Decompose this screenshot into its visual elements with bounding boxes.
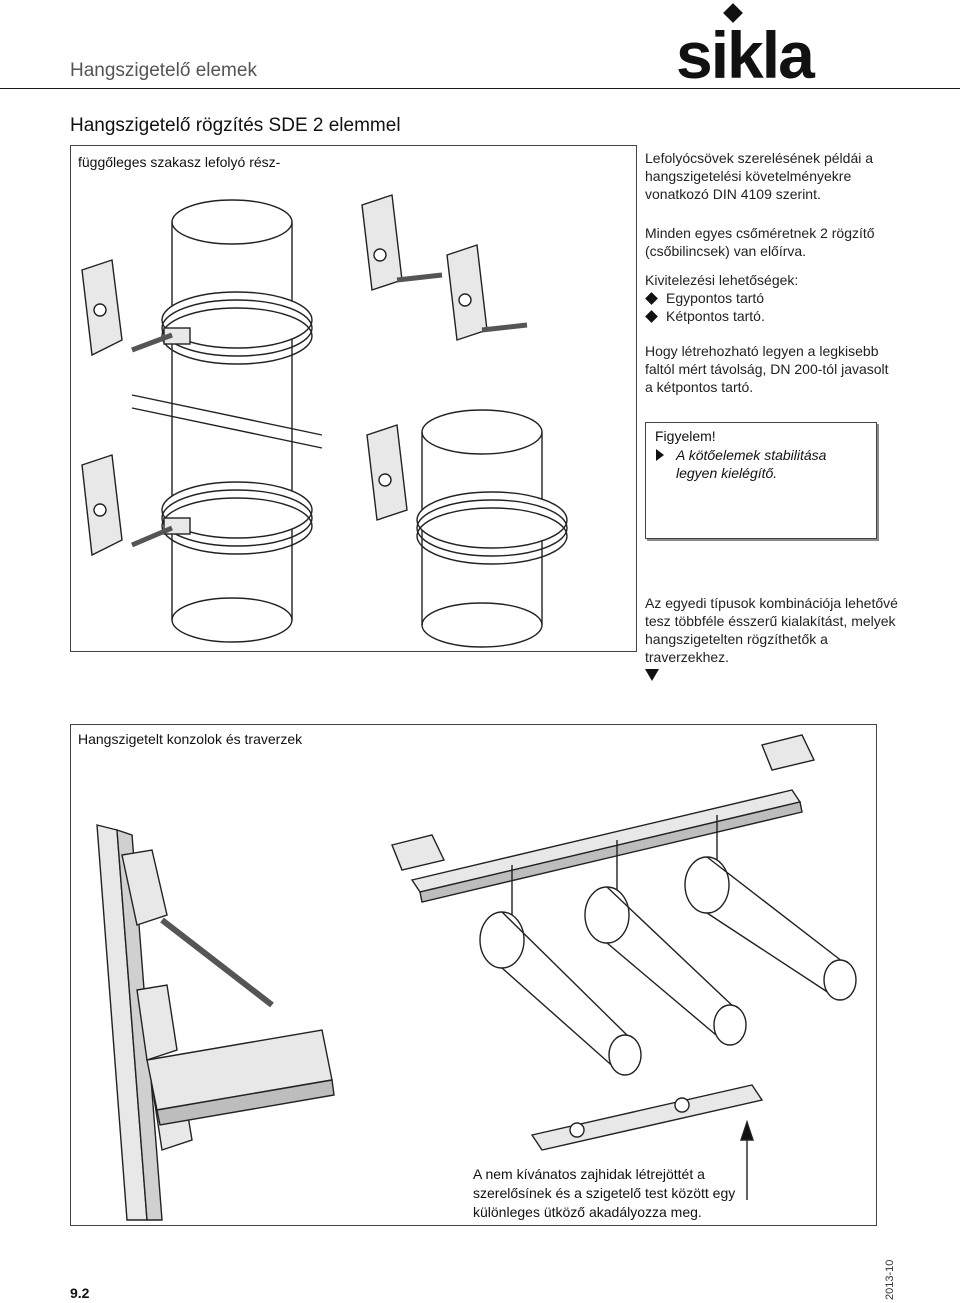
- pipe-clamp-illustration: [81, 194, 568, 648]
- wall-bracket-4: [446, 244, 528, 341]
- option-item: Kétpontos tartó.: [645, 307, 895, 325]
- traverse-rail: [410, 789, 803, 903]
- pipe-1: [479, 911, 642, 1076]
- vertical-rail: [96, 824, 163, 1221]
- warning-box: [645, 422, 877, 539]
- diamond-bullet-icon: [645, 291, 658, 305]
- sikla-logo: sikla: [676, 3, 818, 92]
- clamp-lower-left: [131, 481, 313, 555]
- clamp-right-pipe: [416, 491, 568, 565]
- console-channel: [146, 1029, 335, 1126]
- diamond-bullet-icon: [645, 309, 658, 323]
- logo-wordmark: sikla: [676, 18, 816, 92]
- pipe-2: [584, 886, 747, 1046]
- warning-title: Figyelem!: [655, 428, 716, 444]
- pointer-triangle-icon: [656, 449, 664, 461]
- figure-caption: A nem kívánatos zajhidak létrejöttét a s…: [473, 1166, 736, 1220]
- page-title: Hangszigetelő rögzítés SDE 2 elemmel: [70, 115, 401, 136]
- option-label: Egypontos tartó: [666, 290, 765, 306]
- console-traverse-illustration: [96, 734, 857, 1221]
- combination-paragraph: Az egyedi típusok kombinációja lehetővé …: [645, 595, 898, 665]
- options-intro: Kivitelezési lehetőségek:: [645, 272, 799, 288]
- figure-label-consoles: Hangszigetelt konzolok és traverzek: [78, 731, 303, 747]
- option-item: Egypontos tartó: [645, 289, 895, 307]
- option-label: Kétpontos tartó.: [666, 308, 765, 324]
- wall-bracket-2: [81, 454, 123, 557]
- down-arrow-icon: [645, 669, 659, 681]
- pipe-3: [684, 856, 857, 1001]
- figure-consoles-traverses: [70, 724, 877, 1226]
- options-block: Kivitelezési lehetőségek: Egypontos tart…: [645, 271, 895, 325]
- wall-bracket-1: [81, 259, 123, 357]
- figure-pipe-mounting: [70, 145, 637, 652]
- wall-bracket-5: [366, 424, 408, 521]
- figure-label-vertical: függőleges szakasz lefolyó rész-: [78, 154, 281, 170]
- isolator-detail: [530, 1084, 764, 1151]
- intro-paragraph: Lefolyócsövek szerelésének példái a hang…: [645, 150, 874, 202]
- wall-bracket-3: [361, 194, 443, 291]
- publication-date: 2013-10: [884, 1259, 896, 1300]
- page-number: 9.2: [70, 1285, 90, 1301]
- warning-text: A kötőelemek stabilitása legyen kielégít…: [676, 447, 827, 481]
- section-title: Hangszigetelő elemek: [70, 60, 257, 81]
- header-rule: [0, 88, 960, 89]
- clamp-upper-left: [131, 291, 313, 365]
- clamp-requirement-paragraph: Minden egyes csőméretnek 2 rögzítő (csőb…: [645, 225, 875, 259]
- distance-paragraph: Hogy létrehozható legyen a legkisebb fal…: [645, 343, 889, 395]
